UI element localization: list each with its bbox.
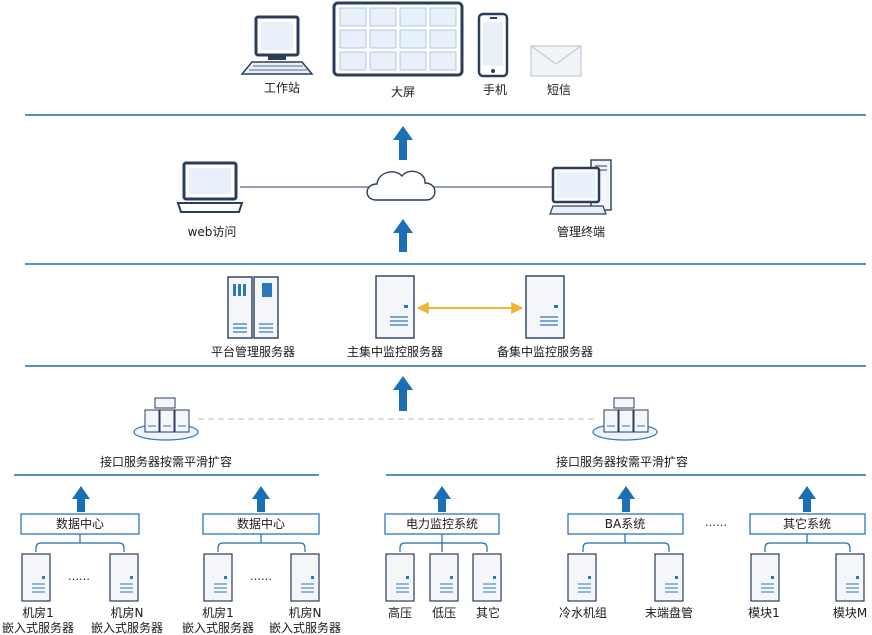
room-n-sub-label: 嵌入式服务器 <box>91 620 163 635</box>
web-access-label: web访问 <box>188 225 237 239</box>
server-icon <box>654 553 684 602</box>
phone-label: 手机 <box>483 83 507 97</box>
sms-label: 短信 <box>547 83 571 97</box>
platform-server-label: 平台管理服务器 <box>211 344 295 359</box>
room-n-label: 机房N <box>289 605 322 620</box>
main-server-label: 主集中监控服务器 <box>347 344 443 359</box>
sms-envelope-icon <box>530 45 582 77</box>
ba-system-branch <box>582 534 670 552</box>
management-terminal-label: 管理终端 <box>557 224 605 239</box>
up-arrow <box>393 219 413 252</box>
room-1-label: 机房1 <box>202 605 234 620</box>
interface-server-left-label: 接口服务器按需平滑扩容 <box>100 454 232 469</box>
power-system-title: 电力监控系统 <box>406 517 478 531</box>
interface-server-cluster-icon <box>592 397 658 441</box>
high-voltage-label: 高压 <box>388 605 412 620</box>
interface-server-right-label: 接口服务器按需平滑扩容 <box>556 454 688 469</box>
interface-server-cluster-icon <box>133 397 199 441</box>
room-n-label: 机房N <box>111 605 144 620</box>
other-system-title: 其它系统 <box>783 516 831 531</box>
main-server-icon <box>375 275 415 339</box>
data-center-1-branch <box>35 534 125 552</box>
room-1-label: 机房1 <box>22 605 54 620</box>
fan-coil-label: 末端盘管 <box>645 605 693 620</box>
room-1-sub-label: 嵌入式服务器 <box>2 620 74 635</box>
server-icon <box>835 553 865 602</box>
server-icon <box>290 553 320 602</box>
server-icon <box>429 553 459 602</box>
up-arrow <box>433 486 451 512</box>
other-power-label: 其它 <box>476 605 500 620</box>
data-center-2-branch <box>217 534 306 552</box>
cloud-icon <box>366 170 436 201</box>
other-system-branch <box>764 534 851 552</box>
room-1-sub-label: 嵌入式服务器 <box>182 620 254 635</box>
module-1-label: 模块1 <box>748 606 780 620</box>
platform-server-rack-icon <box>227 276 279 339</box>
laptop-icon <box>176 161 244 213</box>
up-arrow <box>617 486 635 512</box>
low-voltage-label: 低压 <box>432 606 456 620</box>
data-center-2-title: 数据中心 <box>237 516 285 531</box>
management-terminal-icon <box>549 159 612 215</box>
up-arrow <box>798 486 816 512</box>
data-center-2-ellipsis: …… <box>250 570 272 583</box>
module-m-label: 模块M <box>833 606 867 620</box>
room-n-sub-label: 嵌入式服务器 <box>269 620 341 635</box>
up-arrow <box>393 376 413 411</box>
power-system-branch <box>399 534 488 552</box>
ba-system-title: BA系统 <box>605 517 645 531</box>
up-arrow <box>252 486 270 512</box>
data-center-1-title: 数据中心 <box>56 516 104 531</box>
workstation-icon <box>240 15 314 75</box>
big-screen-icon <box>332 1 464 77</box>
server-icon <box>385 553 415 602</box>
backup-server-icon <box>525 275 565 339</box>
server-icon <box>750 553 780 602</box>
backup-server-label: 备集中监控服务器 <box>497 344 593 359</box>
phone-icon <box>477 12 509 78</box>
chiller-unit-label: 冷水机组 <box>559 606 607 620</box>
subsystems-ellipsis: …… <box>705 516 727 529</box>
server-icon <box>567 553 597 602</box>
up-arrow <box>72 486 90 512</box>
data-center-1-ellipsis: …… <box>68 570 90 583</box>
server-icon <box>109 553 139 602</box>
server-icon <box>21 553 51 602</box>
server-icon <box>472 553 502 602</box>
server-icon <box>203 553 233 602</box>
big-screen-label: 大屏 <box>391 85 415 99</box>
workstation-label: 工作站 <box>264 81 300 95</box>
up-arrow <box>393 126 413 160</box>
